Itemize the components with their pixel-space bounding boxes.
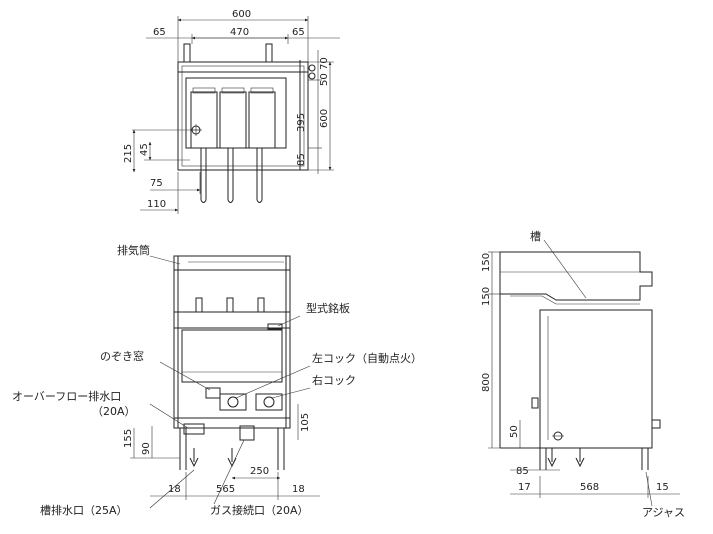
exhaust-flue [173,255,291,271]
nameplate [267,323,283,330]
dim-bottom-75: 75 [150,178,163,189]
right-cock [255,393,283,411]
dim-side-150-b: 150 [481,287,492,306]
side-tank [499,251,653,301]
side-view: 槽 アジャス 150 150 800 50 85 17 568 15 [481,230,685,519]
dim-side-15: 15 [656,482,669,493]
label-overflow: オーバーフロー排水口 [12,389,121,403]
dim-right-70: 70 [319,57,330,70]
gas-inlet [239,425,255,441]
top-view: 600 65 470 65 70 50 395 600 85 215 45 75… [123,9,340,214]
dim-front-90: 90 [141,442,152,455]
top-view-body [177,61,309,171]
dim-right-395: 395 [296,113,307,132]
dim-front-18-right: 18 [292,484,305,495]
dim-right-600: 600 [319,109,330,128]
label-nameplate: 型式銘板 [306,301,350,315]
dim-top-600: 600 [232,9,251,20]
dim-right-85: 85 [296,153,307,166]
front-body [173,269,291,429]
label-exhaust: 排気筒 [117,243,150,257]
label-gas-inlet: ガス接続口（20A） [210,503,309,517]
basket-frame [185,77,287,149]
dim-front-18-left: 18 [168,484,181,495]
dim-side-800: 800 [481,373,492,392]
basket-left [190,91,218,149]
dim-front-565: 565 [216,484,235,495]
dim-top-65-left: 65 [153,27,166,38]
basket-center [219,91,247,149]
side-body [539,309,653,449]
dim-left-45: 45 [139,143,150,156]
dim-top-470: 470 [230,27,249,38]
dim-side-50: 50 [509,425,520,438]
dim-side-85: 85 [516,466,529,477]
label-adjuster: アジャス [642,506,685,519]
label-tank: 槽 [530,230,541,243]
sight-window [205,387,221,399]
dim-front-250: 250 [250,466,269,477]
dim-bottom-110: 110 [147,199,166,210]
front-view: 排気筒 型式銘板 のぞき窓 左コック（自動点火） 右コック オーバーフロー排水口… [12,243,422,517]
label-right-cock: 右コック [312,373,356,387]
dim-left-215: 215 [123,144,134,163]
label-overflow-size: （20A） [92,405,136,418]
left-cock [219,393,247,411]
overflow-drain [183,423,205,435]
dim-right-50: 50 [319,73,330,86]
dim-side-17: 17 [518,482,531,493]
label-tank-drain: 槽排水口（25A） [40,503,128,517]
dim-side-568: 568 [580,482,599,493]
dim-front-155: 155 [123,429,134,448]
basket-right [248,91,276,149]
label-left-cock: 左コック（自動点火） [312,351,422,365]
label-sight-window: のぞき窓 [100,349,144,363]
dim-front-105: 105 [300,413,311,432]
dim-top-65-right: 65 [292,27,305,38]
dim-side-150-a: 150 [481,253,492,272]
